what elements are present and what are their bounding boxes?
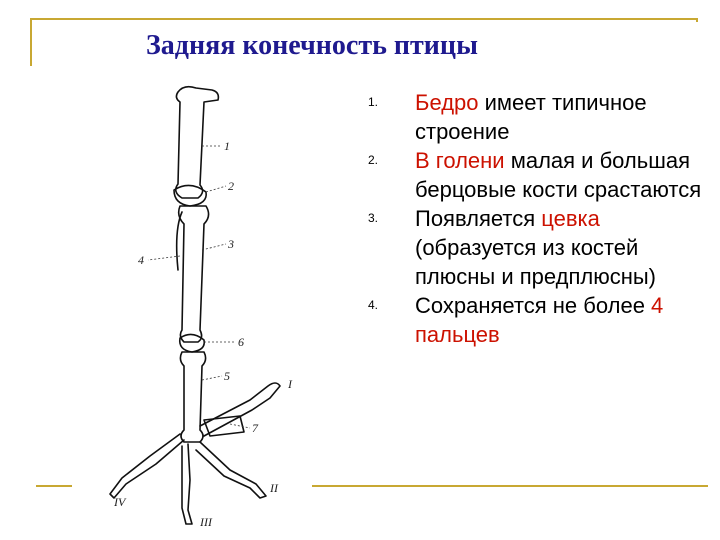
toe-1 — [200, 383, 280, 436]
list-item-number: 2. — [368, 153, 398, 167]
list-item: 3. Появляется цевка (образуется из костей… — [368, 204, 708, 291]
toe-2 — [196, 442, 266, 498]
list-item: 2.В голени малая и большая берцовые кост… — [368, 146, 708, 204]
toe-4 — [110, 434, 184, 498]
frame-line-bottom-left — [36, 485, 72, 487]
toe-label-4: IV — [113, 495, 127, 509]
highlighted-term: В голени — [415, 148, 505, 173]
list-item: 4.Сохраняется не более 4 пальцев — [368, 291, 708, 349]
list-item-text: (образуется из костей плюсны и предплюсн… — [415, 235, 656, 289]
figure-label-1: 1 — [224, 139, 230, 153]
highlighted-term: цевка — [541, 206, 600, 231]
list-item-number: 1. — [368, 95, 398, 109]
tarsometatarsus-bone — [180, 352, 205, 442]
toe-3 — [182, 444, 192, 524]
figure-label-2: 2 — [228, 179, 234, 193]
list-item-number: 4. — [368, 298, 398, 312]
frame-line-left — [30, 18, 32, 66]
list-item-number: 3. — [368, 211, 398, 225]
list-item-text: Появляется — [415, 206, 541, 231]
ankle-joint — [180, 334, 205, 352]
list-item-text: Сохраняется не более — [415, 293, 651, 318]
toe-label-1: I — [287, 377, 293, 391]
figure-label-3: 3 — [227, 237, 234, 251]
toe-label-2: II — [269, 481, 279, 495]
figure-label-7: 7 — [252, 421, 259, 435]
tibiotarsus-bone — [179, 206, 209, 342]
highlighted-term: Бедро — [415, 90, 479, 115]
frame-line-bottom-right — [312, 485, 708, 487]
slide-title: Задняя конечность птицы — [146, 30, 478, 62]
femur-bone — [176, 87, 219, 198]
toe-label-3: III — [199, 515, 213, 529]
frame-line-right — [696, 18, 698, 22]
frame-line-top — [30, 18, 698, 20]
figure-label-6: 6 — [238, 335, 244, 349]
figure-label-4: 4 — [138, 253, 144, 267]
bird-leg-skeleton-figure: 1 2 3 4 5 6 7 I II III IV — [100, 80, 340, 530]
list-item: 1.Бедро имеет типичное строение — [368, 88, 708, 146]
figure-label-5: 5 — [224, 369, 230, 383]
